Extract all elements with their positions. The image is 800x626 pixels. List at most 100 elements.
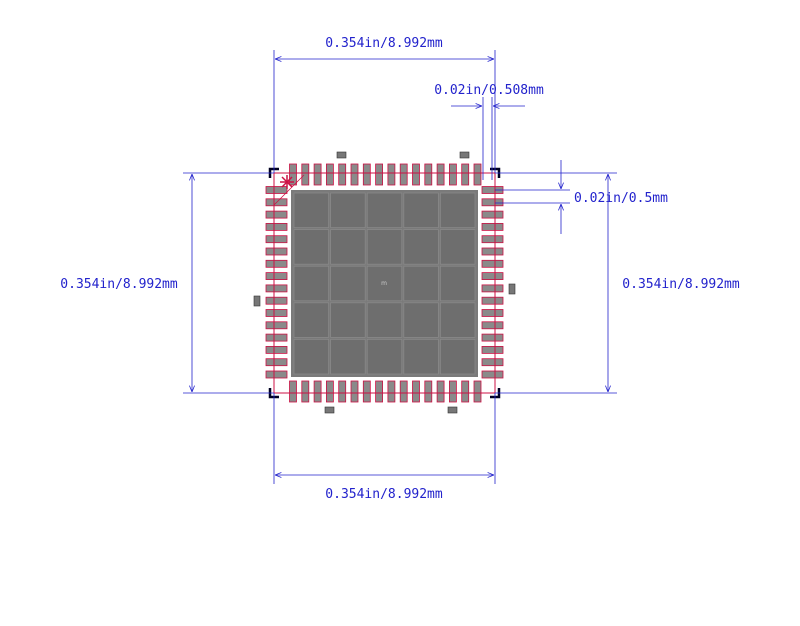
pin-pad [436,163,445,186]
courtyard-corners [268,167,501,399]
thermal-cell [366,302,403,338]
thermal-cell [330,302,366,338]
thermal-cell [366,192,403,228]
thermal-cell [439,229,476,265]
thermal-cell [293,265,329,302]
thermal-cell [439,192,476,228]
courtyard-corner [490,167,501,178]
courtyard-corner [268,388,279,399]
pin-pad [481,247,504,256]
center-label: m [381,280,387,287]
courtyard-corner [268,167,279,178]
thermal-cell [293,192,329,228]
pin-pad [481,259,504,268]
pin-pad [350,380,359,403]
pin-pad [473,380,482,403]
pin-pad [265,284,288,293]
fiducial-mark [447,406,458,414]
pin-pad [265,259,288,268]
fiducial-mark [253,295,261,307]
thermal-cell [330,338,366,375]
thermal-cell [403,229,439,265]
pin-pad [362,163,371,186]
pins-bottom-row [289,380,482,403]
pin-pad [265,235,288,244]
pin-pad [338,163,347,186]
pin-pad [265,370,288,379]
pin-pad [265,210,288,219]
pins-right-column [481,186,504,379]
courtyard-corner [490,388,501,399]
pin-pad [424,380,433,403]
pin-pad [481,296,504,305]
pin-pad [399,163,408,186]
pin-pad [436,380,445,403]
pin-pad [265,345,288,354]
pin-pad [481,309,504,317]
pin-pad [461,380,470,403]
pin-pad [338,380,347,403]
thermal-cell [439,338,476,375]
thermal-cell [439,302,476,338]
thermal-cell [403,192,439,228]
pin-pad [265,296,288,305]
pin-pad [448,163,457,186]
thermal-cell [366,265,403,302]
pin-pad [481,235,504,244]
pin-pad [481,345,504,354]
pin-pad [325,380,334,403]
pin-pad [412,380,420,403]
pin-pad [350,163,359,186]
thermal-cell [403,265,439,302]
pin-pad [375,163,384,186]
pin-pad [424,163,433,186]
fiducial-mark [459,151,470,159]
thermal-cell [330,265,366,302]
pin-pad [301,163,310,186]
pin-pad [362,380,371,403]
thermal-pad-grid [293,192,476,375]
pin-pad [313,163,322,186]
pin-pad [387,163,396,186]
pin-pad [265,247,288,256]
pin-pad [265,222,288,231]
thermal-cell [330,192,366,228]
pin-pad [473,163,482,186]
pin-pad [481,198,504,207]
pins-left-column [265,186,288,379]
pin-pad [481,333,504,342]
pin-pad [265,358,288,367]
pin-pad [481,284,504,293]
pin-pad [387,380,396,403]
pin-pad [481,222,504,231]
fiducial-mark [508,283,516,295]
pins-top-row [289,163,482,186]
dimension-pad-pitch: 0.02in/0.5mm [574,191,668,206]
pin-pad [265,309,288,317]
fiducial-mark [324,406,335,414]
pin-pad [313,380,322,403]
dimension-top-width: 0.354in/8.992mm [325,36,443,51]
thermal-cell [366,338,403,375]
pin-pad [461,163,470,186]
pin-pad [289,380,297,403]
dimension-lines [183,50,617,484]
dimension-pad-width: 0.02in/0.508mm [434,83,544,98]
dimension-left-height: 0.354in/8.992mm [60,277,178,292]
pin1-marker [273,174,305,206]
pin-pad [481,210,504,219]
dimension-bottom-width: 0.354in/8.992mm [325,487,443,502]
pin-pad [289,163,297,186]
body-outline [273,172,496,394]
pin-pad [481,321,504,330]
fiducial-marks [253,151,516,414]
fiducial-mark [336,151,347,159]
pin-pad [481,272,504,281]
pin-pad [265,321,288,330]
pin-pad [399,380,408,403]
thermal-cell [293,302,329,338]
pin-pad [412,163,420,186]
pin-pad [265,333,288,342]
pin-pad [301,380,310,403]
